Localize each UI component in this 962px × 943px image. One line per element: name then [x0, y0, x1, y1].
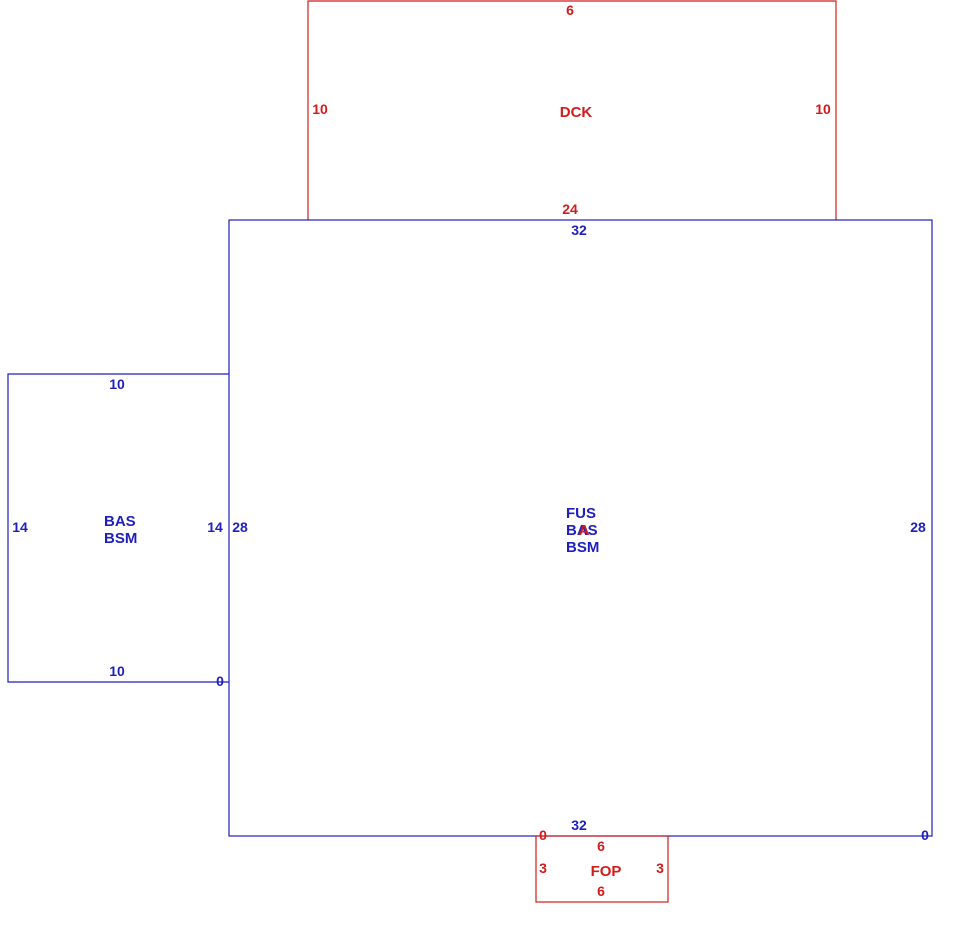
porch-top-dimension: 6: [597, 838, 605, 854]
porch-code-label: FOP: [591, 863, 622, 880]
deck-area: 6 24 10 10 DCK: [307, 0, 837, 220]
left-wing-area: 10 10 14 14 0 BAS BSM: [7, 373, 229, 689]
main-right-dimension: 28: [910, 519, 926, 535]
left-wing-code-bsm: BSM: [104, 530, 137, 547]
left-wing-code-bas: BAS: [104, 513, 136, 530]
main-code-bsm: BSM: [566, 539, 599, 556]
porch-outline: [535, 835, 669, 903]
deck-left-dimension: 10: [312, 101, 328, 117]
main-bottom-dimension: 32: [571, 817, 587, 833]
main-code-bas: BAS: [566, 522, 598, 539]
left-wing-left-dimension: 14: [12, 519, 28, 535]
porch-corner-label: 0: [539, 827, 547, 843]
main-left-dimension: 28: [232, 519, 248, 535]
main-code-fus: FUS: [566, 505, 596, 522]
porch-bottom-dimension: 6: [597, 883, 605, 899]
porch-left-dimension: 3: [539, 860, 547, 876]
main-code-extra: A: [579, 522, 590, 539]
deck-right-dimension: 10: [815, 101, 831, 117]
deck-top-dimension: 6: [566, 2, 574, 18]
porch-right-dimension: 3: [656, 860, 664, 876]
main-area: 32 32 28 28 0 FUS BAS A BSM: [228, 219, 933, 843]
left-wing-top-dimension: 10: [109, 376, 125, 392]
left-wing-corner-label: 0: [216, 673, 224, 689]
left-wing-outline: [7, 373, 229, 683]
left-wing-right-dimension: 14: [207, 519, 223, 535]
porch-area: 6 6 3 3 0 FOP: [535, 827, 669, 903]
deck-bottom-dimension: 24: [562, 201, 578, 217]
main-corner-label: 0: [921, 827, 929, 843]
main-top-dimension: 32: [571, 222, 587, 238]
left-wing-bottom-dimension: 10: [109, 663, 125, 679]
deck-code-label: DCK: [560, 104, 593, 121]
deck-outline: [307, 0, 837, 220]
